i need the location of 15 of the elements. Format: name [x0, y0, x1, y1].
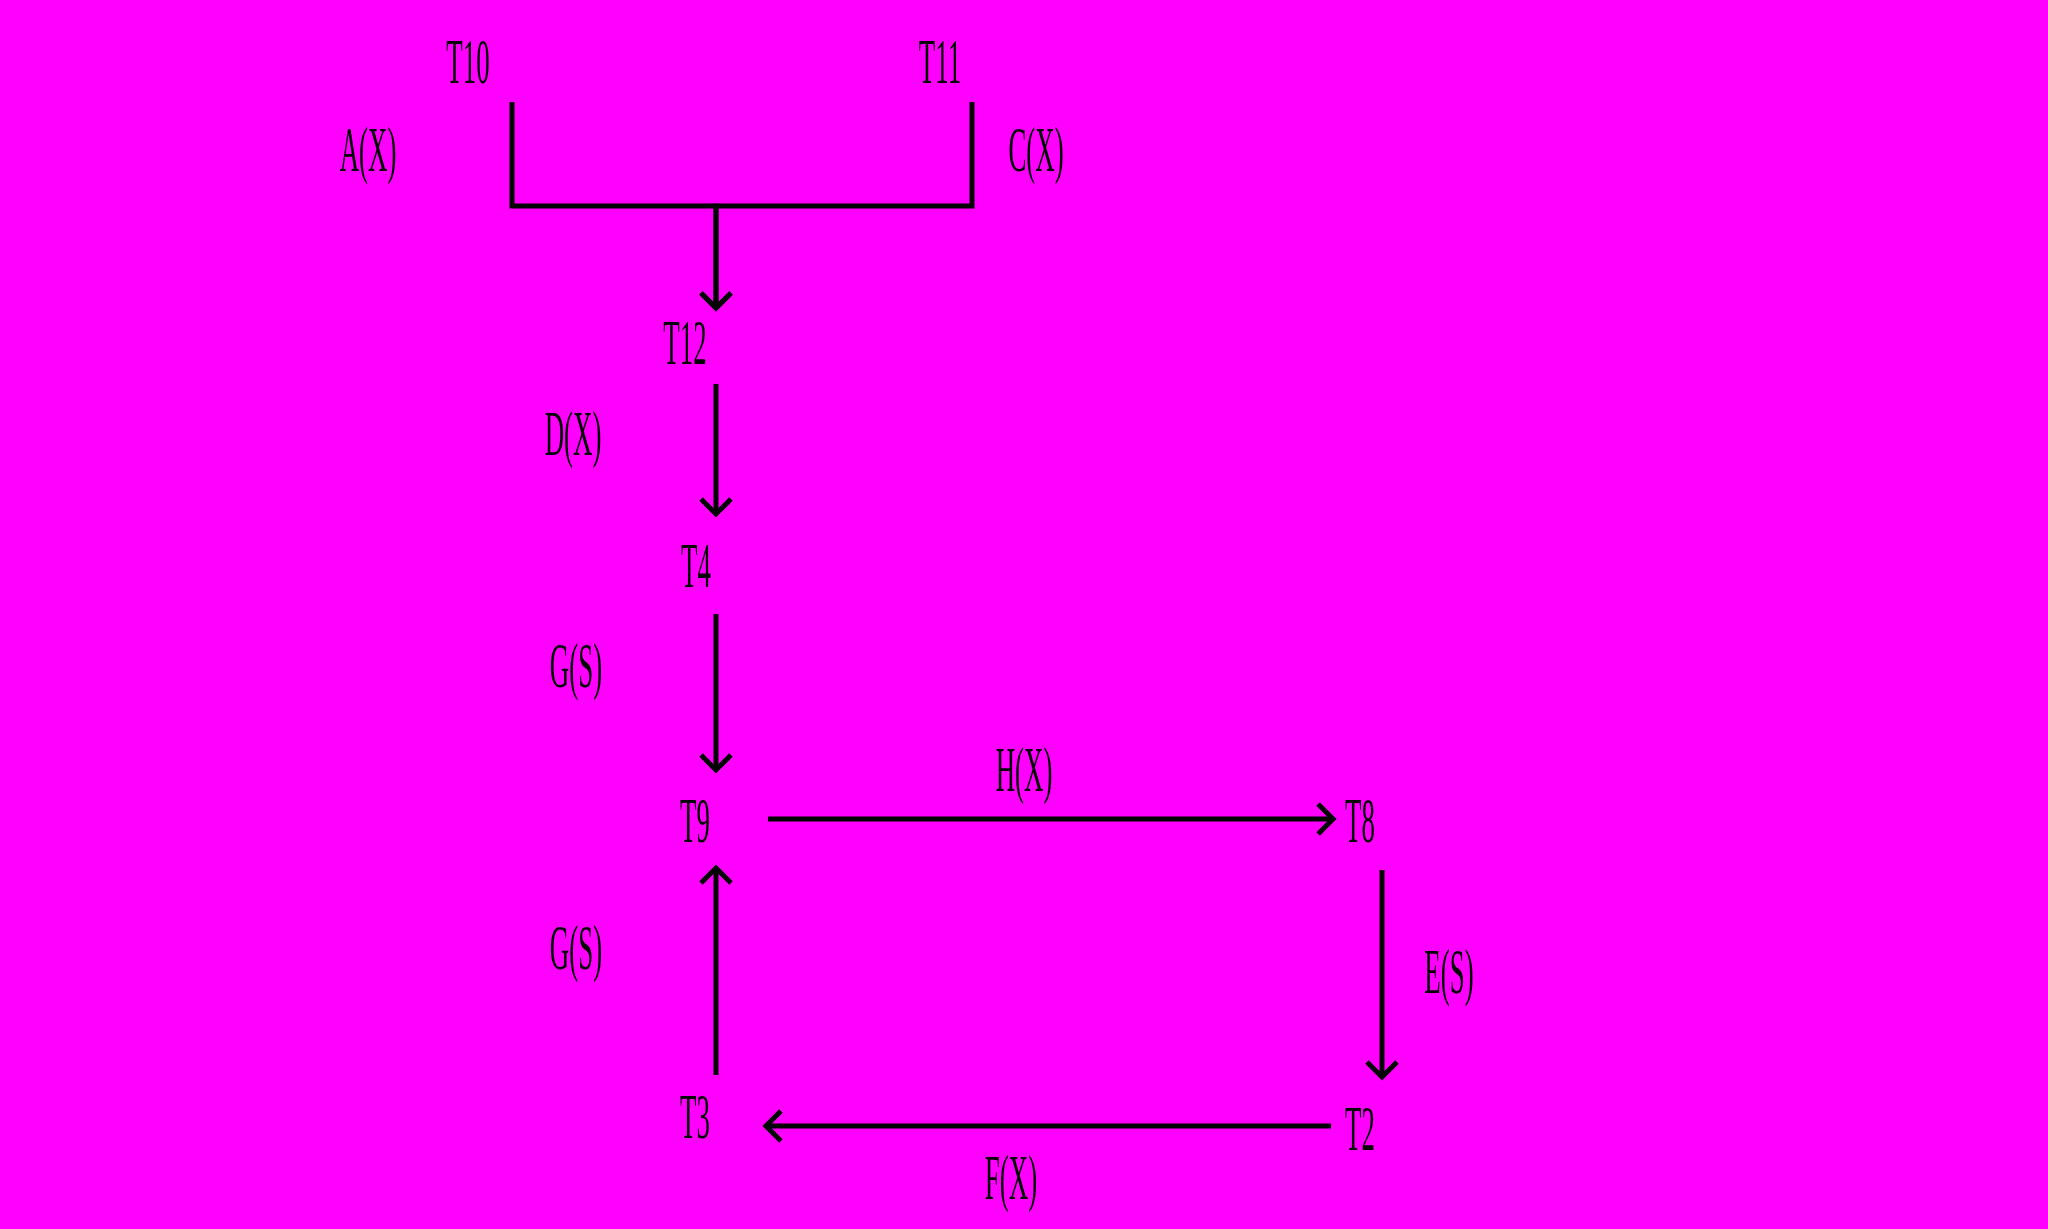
arrow [698, 865, 734, 1075]
node-label: T3 [680, 1085, 710, 1149]
node-label: T11 [918, 30, 962, 94]
node-label: T12 [663, 311, 707, 375]
arrow [698, 614, 734, 773]
node-label: T2 [1345, 1097, 1375, 1161]
node-label: T10 [446, 30, 490, 94]
node-label: T4 [681, 534, 711, 598]
arrow [1364, 870, 1400, 1080]
arrow [763, 1108, 1332, 1144]
node-label: T8 [1345, 789, 1375, 853]
node-label: T9 [680, 789, 710, 853]
arrow [698, 102, 975, 311]
arrow [767, 801, 1336, 837]
arrow [698, 384, 734, 517]
